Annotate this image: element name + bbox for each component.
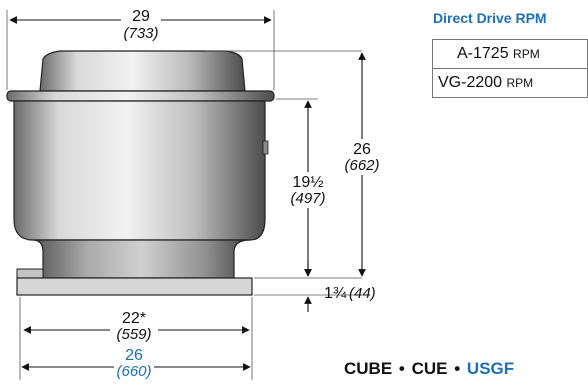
extension-lines xyxy=(6,10,362,380)
inner-width-inches: 22* xyxy=(122,310,146,327)
fan-throat xyxy=(32,239,251,279)
total-height-inches: 26 xyxy=(353,141,371,158)
model-list: CUBE • CUE • USGF xyxy=(344,359,514,379)
top-width-inches: 29 xyxy=(132,8,150,25)
curb-height-inches: 1¾ xyxy=(324,285,347,302)
rpm-unit: RPM xyxy=(513,47,540,61)
curb-base xyxy=(16,277,253,296)
rpm-cell: A-1725 RPM xyxy=(432,39,588,69)
fan-housing xyxy=(6,50,275,296)
top-width-mm: (733) xyxy=(123,25,158,42)
dimension-labels: 29 (733) 26 (662) 19½ (497) 1¾ (44) 22* … xyxy=(110,6,382,381)
rpm-model: VG-2200 xyxy=(438,74,503,91)
rpm-model: A-1725 xyxy=(457,45,509,62)
fan-cover xyxy=(39,50,246,92)
model-cue: CUE xyxy=(411,359,448,378)
base-collar xyxy=(16,268,44,279)
body-latch xyxy=(262,140,269,155)
model-cube: CUBE xyxy=(344,359,393,378)
rpm-table: A-1725 RPM VG-2200 RPM xyxy=(432,39,588,98)
rpm-unit: RPM xyxy=(506,76,534,90)
model-separator: • xyxy=(398,359,405,378)
rpm-panel-title: Direct Drive RPM xyxy=(433,10,547,26)
inner-width-mm: (559) xyxy=(116,326,151,343)
base-width-mm: (660) xyxy=(116,363,151,380)
rpm-cell: VG-2200 RPM xyxy=(432,68,588,98)
fan-body xyxy=(13,100,266,241)
cover-rim xyxy=(6,90,275,102)
rpm-row: VG-2200 RPM xyxy=(432,68,588,98)
base-width-inches: 26 xyxy=(125,347,143,364)
total-height-mm: (662) xyxy=(344,157,379,174)
body-height-inches: 19½ xyxy=(292,174,323,191)
body-height-mm: (497) xyxy=(290,190,325,207)
model-separator: • xyxy=(454,359,461,378)
model-usgf: USGF xyxy=(466,359,515,378)
curb-height-mm: (44) xyxy=(349,285,376,302)
rpm-row: A-1725 RPM xyxy=(432,39,588,69)
